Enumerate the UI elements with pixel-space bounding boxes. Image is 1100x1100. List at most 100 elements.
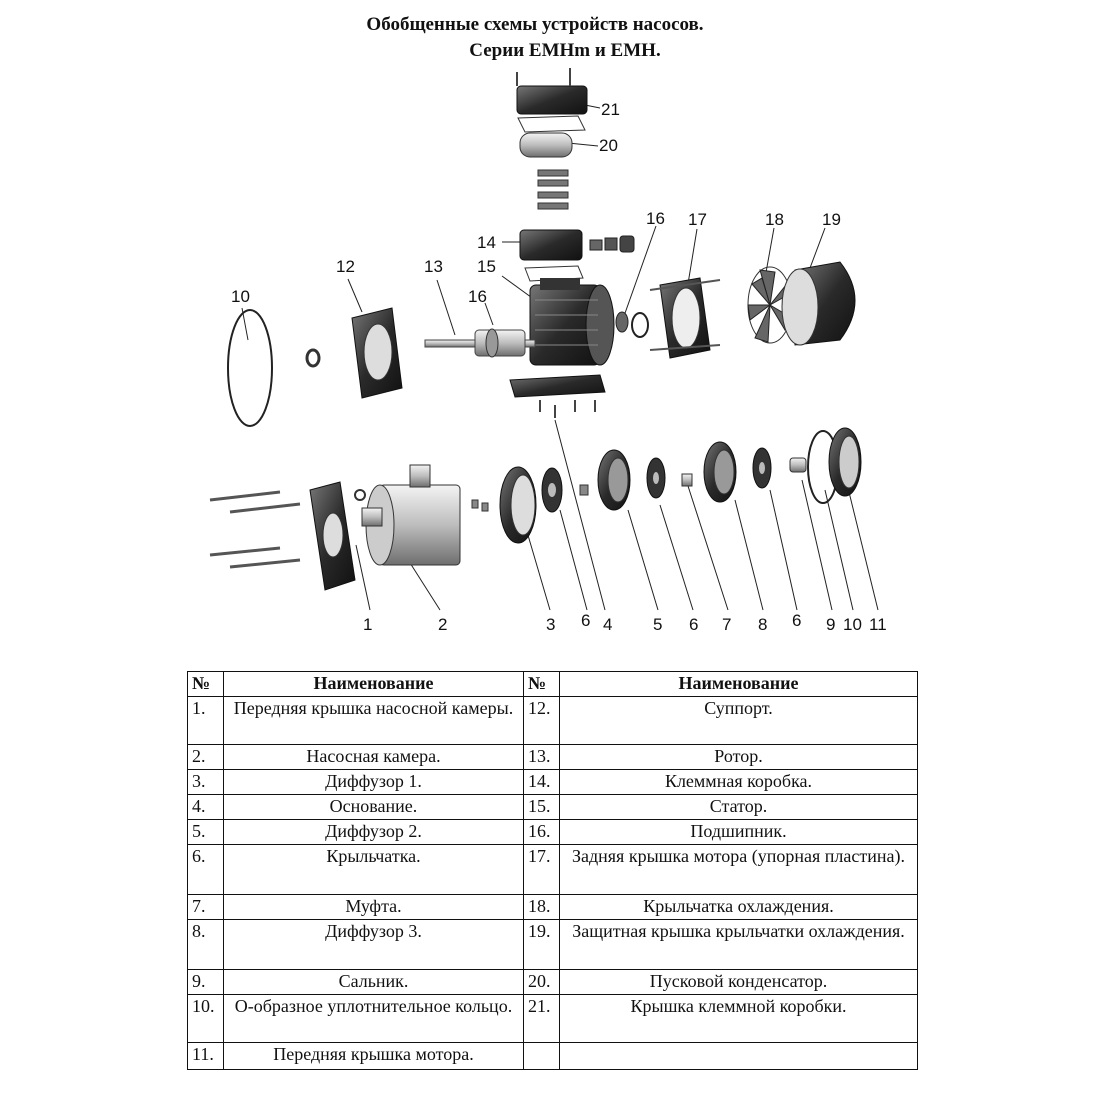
callout-16b: 16 [646,209,665,228]
part-name: Суппорт. [559,696,918,745]
part-number: 2. [187,744,224,770]
fan-cover [781,261,856,346]
part-number: 12. [523,696,560,745]
callout-6c: 6 [792,611,801,630]
callout-12: 12 [336,257,355,276]
part-number: 4. [187,794,224,820]
callout-16a: 16 [468,287,487,306]
coupling-spacer-1 [579,484,589,496]
part-number: 1. [187,696,224,745]
part-number: 17. [523,844,560,895]
part-name [559,1042,918,1070]
callout-11: 11 [869,615,887,634]
callout-9: 9 [826,615,835,634]
table-row: 10.О-образное уплотнительное кольцо.21.К… [187,994,918,1043]
callout-4: 4 [603,615,612,634]
part-number: 21. [523,994,560,1043]
impeller-3 [752,447,772,489]
column-header-number-2: № [523,671,560,697]
part-number: 9. [187,969,224,995]
callout-7: 7 [722,615,731,634]
seal [789,457,807,473]
callout-8: 8 [758,615,767,634]
terminal-connectors [537,169,569,210]
part-name: Подшипник. [559,819,918,845]
table-header-row: № Наименование № Наименование [187,671,918,697]
coupling [681,473,693,487]
diffuser-2 [597,449,631,511]
exploded-pump-diagram: 21 20 14 15 13 16 12 10 16 17 18 19 1 2 … [209,68,887,634]
part-number: 13. [523,744,560,770]
callout-17: 17 [688,210,707,229]
part-number: 7. [187,894,224,920]
callout-14: 14 [477,233,496,252]
diagram-subtitle: Серии EMHm и EMH. [469,40,661,61]
part-number: 19. [523,919,560,970]
callout-6a: 6 [581,611,590,630]
callout-13: 13 [424,257,443,276]
callout-15: 15 [477,257,496,276]
part-number: 14. [523,769,560,795]
part-name: Диффузор 1. [223,769,524,795]
callout-21: 21 [601,100,620,119]
callout-19: 19 [822,210,841,229]
callout-3: 3 [546,615,555,634]
part-name: Клеммная коробка. [559,769,918,795]
support-bracket [305,307,403,399]
callout-10a: 10 [231,287,250,306]
stator [529,278,615,366]
part-name: Задняя крышка мотора (упорная пластина). [559,844,918,895]
part-name: Крыльчатка охлаждения. [559,894,918,920]
motor-front-cover [828,427,862,497]
table-row: 3.Диффузор 1.14.Клеммная коробка. [187,769,918,795]
rear-motor-cover [649,277,721,359]
callout-1: 1 [363,615,372,634]
pump-chamber [361,464,461,566]
part-name: Диффузор 2. [223,819,524,845]
table-row: 9.Сальник.20.Пусковой конденсатор. [187,969,918,995]
column-header-name-2: Наименование [559,671,918,697]
column-header-name-1: Наименование [223,671,524,697]
start-capacitor [517,115,586,158]
part-number: 20. [523,969,560,995]
base [509,374,606,418]
part-number: 10. [187,994,224,1043]
pump-chamber-front-cover [309,481,366,591]
table-row: 4.Основание.15.Статор. [187,794,918,820]
table-row: 11.Передняя крышка мотора. [187,1042,918,1070]
part-number [523,1042,560,1070]
table-row: 1.Передняя крышка насосной камеры.12.Суп… [187,696,918,745]
part-name: Основание. [223,794,524,820]
impeller-1 [541,467,563,513]
bearing-rear [615,311,649,338]
part-number: 18. [523,894,560,920]
part-number: 6. [187,844,224,895]
table-row: 5.Диффузор 2.16.Подшипник. [187,819,918,845]
diffuser-1 [499,466,537,544]
table-row: 8.Диффузор 3.19.Защитная крышка крыльчат… [187,919,918,970]
part-name: Насосная камера. [223,744,524,770]
spacers [471,499,489,512]
cooling-fan [747,266,794,344]
part-number: 3. [187,769,224,795]
part-name: Пусковой конденсатор. [559,969,918,995]
part-number: 5. [187,819,224,845]
part-name: Ротор. [559,744,918,770]
part-number: 15. [523,794,560,820]
callout-6b: 6 [689,615,698,634]
part-name: Крыльчатка. [223,844,524,895]
callout-5: 5 [653,615,662,634]
terminal-box-cover [516,68,588,115]
part-name: Муфта. [223,894,524,920]
table-row: 7.Муфта.18.Крыльчатка охлаждения. [187,894,918,920]
table-row: 2.Насосная камера.13.Ротор. [187,744,918,770]
diagram-title: Обобщенные схемы устройств насосов. [366,14,704,35]
part-name: Защитная крышка крыльчатки охлаждения. [559,919,918,970]
part-name: Сальник. [223,969,524,995]
callout-20: 20 [599,136,618,155]
callout-10b: 10 [843,615,862,634]
part-name: Статор. [559,794,918,820]
diffuser-3 [703,441,737,503]
o-ring [227,309,273,427]
callout-2: 2 [438,615,447,634]
